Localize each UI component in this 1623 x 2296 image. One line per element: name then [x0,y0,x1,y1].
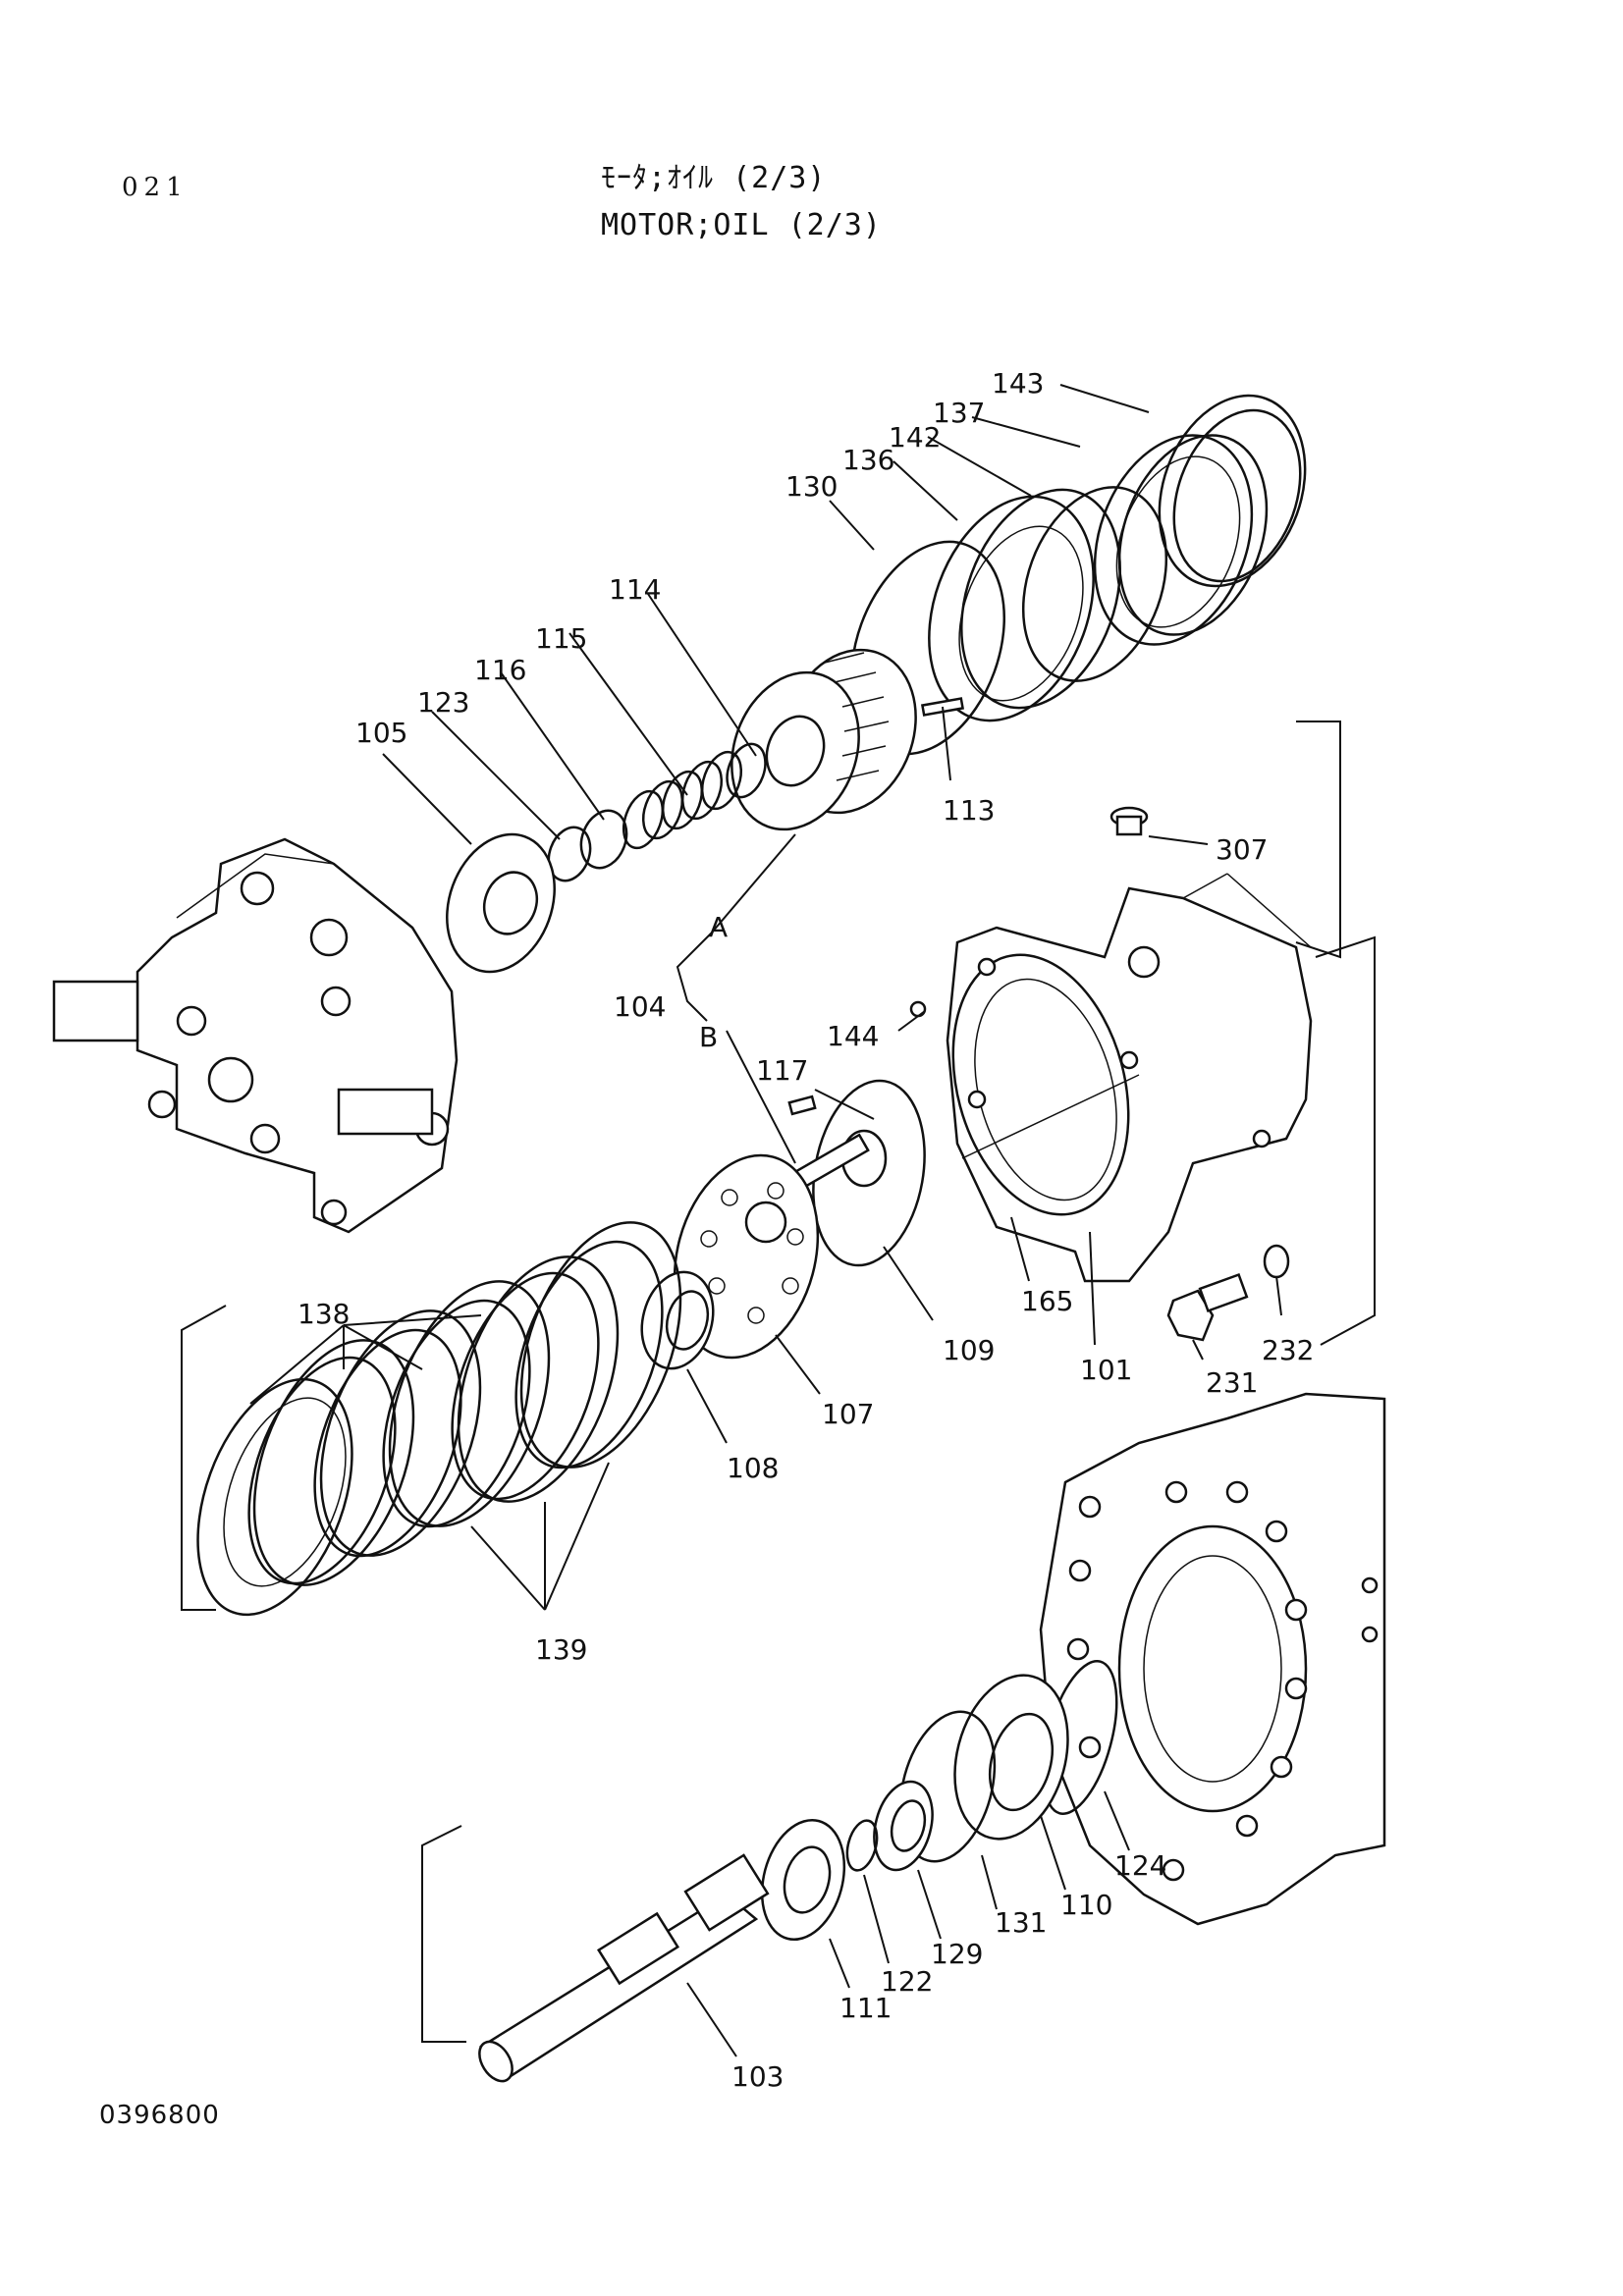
label-138: 138 [298,1298,350,1330]
label-123: 123 [417,686,469,719]
label-122: 122 [881,1965,933,1998]
label-107: 107 [822,1398,874,1430]
valve-plate-105 [446,832,556,974]
title-japanese: ﾓｰﾀ;ｵｲﾙ (2/3) [601,161,827,195]
label-124: 124 [1114,1849,1166,1882]
label-129: 129 [931,1938,983,1970]
label-104: 104 [614,990,666,1023]
label-111: 111 [839,1992,892,2024]
label-A: A [709,911,728,943]
label-142: 142 [889,421,941,454]
label-117: 117 [756,1054,808,1087]
spring-115 [622,750,743,850]
snap-ring-123 [547,826,592,882]
bolt-231 [1166,1272,1249,1342]
label-143: 143 [992,367,1044,400]
plates-138-139 [196,1221,682,1617]
washer-232 [1263,1244,1290,1279]
plate-109 [812,1079,926,1267]
pin-117 [787,1095,817,1116]
title-english: MOTOR;OIL (2/3) [601,208,882,242]
label-101: 101 [1080,1354,1132,1386]
cylinder-block-104 [730,648,917,831]
piston-136 [928,488,1121,722]
document-code: 0396800 [99,2101,220,2130]
label-108: 108 [727,1452,779,1484]
label-165: 165 [1021,1285,1073,1317]
leader-lines [249,384,1282,2057]
label-139: 139 [535,1633,587,1666]
shaft-103 [478,1853,770,2083]
ring-137 [1093,434,1269,646]
bracket-lines [181,721,1376,2043]
label-131: 131 [995,1906,1047,1939]
label-110: 110 [1060,1889,1112,1921]
snap-ring-122 [845,1819,879,1872]
label-B: B [699,1021,718,1053]
ring-143 [1158,394,1307,588]
reduction-casing [1039,1392,1386,1926]
bearing-111 [760,1818,846,1942]
label-307: 307 [1216,833,1268,866]
label-137: 137 [933,397,985,429]
page-number: 021 [122,173,189,202]
label-113: 113 [943,794,995,827]
housing-101 [946,873,1313,1283]
valve-cover [52,837,459,1234]
spring-seat-114 [726,742,767,799]
label-231: 231 [1206,1366,1258,1399]
oring-131 [898,1710,997,1863]
label-144: 144 [827,1020,879,1052]
label-114: 114 [609,573,661,606]
oil-seal-110 [953,1674,1069,1841]
label-105: 105 [355,717,407,749]
label-116: 116 [474,654,526,686]
label-115: 115 [535,622,587,655]
label-232: 232 [1262,1334,1314,1366]
plug-307 [1109,806,1149,836]
label-136: 136 [842,444,894,476]
label-130: 130 [785,470,838,503]
label-103: 103 [731,2060,784,2093]
ring-129 [873,1780,934,1872]
oring-144 [909,1000,927,1018]
label-109: 109 [943,1334,995,1366]
